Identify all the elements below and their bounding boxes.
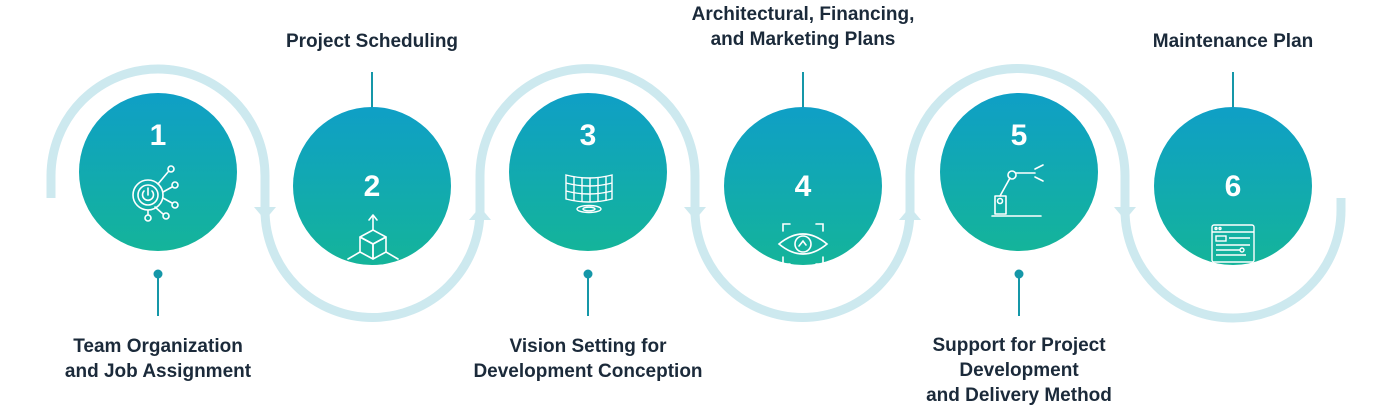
step-label-5: Support for Project Development and Deli…	[899, 333, 1139, 408]
arrow-down-icon	[1114, 207, 1136, 220]
arrow-up-icon	[899, 207, 921, 220]
step-label-4: Architectural, Financing, and Marketing …	[678, 2, 928, 52]
label-line: Vision Setting for	[509, 336, 667, 357]
label-line: and Delivery Method	[926, 385, 1112, 406]
step-node-2: 2	[293, 107, 451, 265]
step-number: 4	[795, 170, 812, 203]
arrow-down-icon	[254, 207, 276, 220]
robotic-arm-icon	[991, 164, 1044, 217]
step-number: 6	[1225, 170, 1242, 203]
step-label-6: Maintenance Plan	[1123, 29, 1343, 54]
step-node-1: 1	[79, 93, 237, 251]
label-line: Maintenance Plan	[1152, 31, 1314, 52]
eye-scan-icon	[777, 223, 829, 265]
arrow-up-icon	[469, 207, 491, 220]
label-line: Support for Project	[932, 335, 1106, 356]
label-line: Architectural, Financing,	[691, 4, 915, 25]
arrow-down-icon	[684, 207, 706, 220]
step-number: 2	[364, 170, 381, 203]
step-node-3: 3	[509, 93, 667, 251]
step-node-6: 6	[1154, 107, 1312, 265]
network-power-icon	[132, 165, 179, 222]
label-line: Development Conception	[473, 361, 703, 382]
flow-arrows	[254, 207, 1136, 220]
curved-grid-icon	[565, 174, 613, 214]
label-line: and Marketing Plans	[710, 29, 896, 50]
step-label-1: Team Organization and Job Assignment	[48, 334, 268, 384]
label-line: Team Organization	[73, 336, 243, 357]
step-node-5: 5	[940, 93, 1098, 251]
label-line: Project Scheduling	[285, 31, 459, 52]
step-label-2: Project Scheduling	[262, 29, 482, 54]
step-node-4: 4	[724, 107, 882, 265]
cube-axes-icon	[347, 214, 399, 260]
web-dashboard-icon	[1211, 224, 1255, 263]
step-number: 1	[150, 119, 167, 152]
connectors	[153, 72, 1238, 316]
step-number: 5	[1011, 119, 1028, 152]
label-line: and Job Assignment	[64, 361, 252, 382]
label-line: Development	[959, 360, 1079, 381]
step-label-3: Vision Setting for Development Conceptio…	[463, 334, 713, 384]
step-number: 3	[580, 119, 597, 152]
flow-track	[46, 64, 1346, 323]
